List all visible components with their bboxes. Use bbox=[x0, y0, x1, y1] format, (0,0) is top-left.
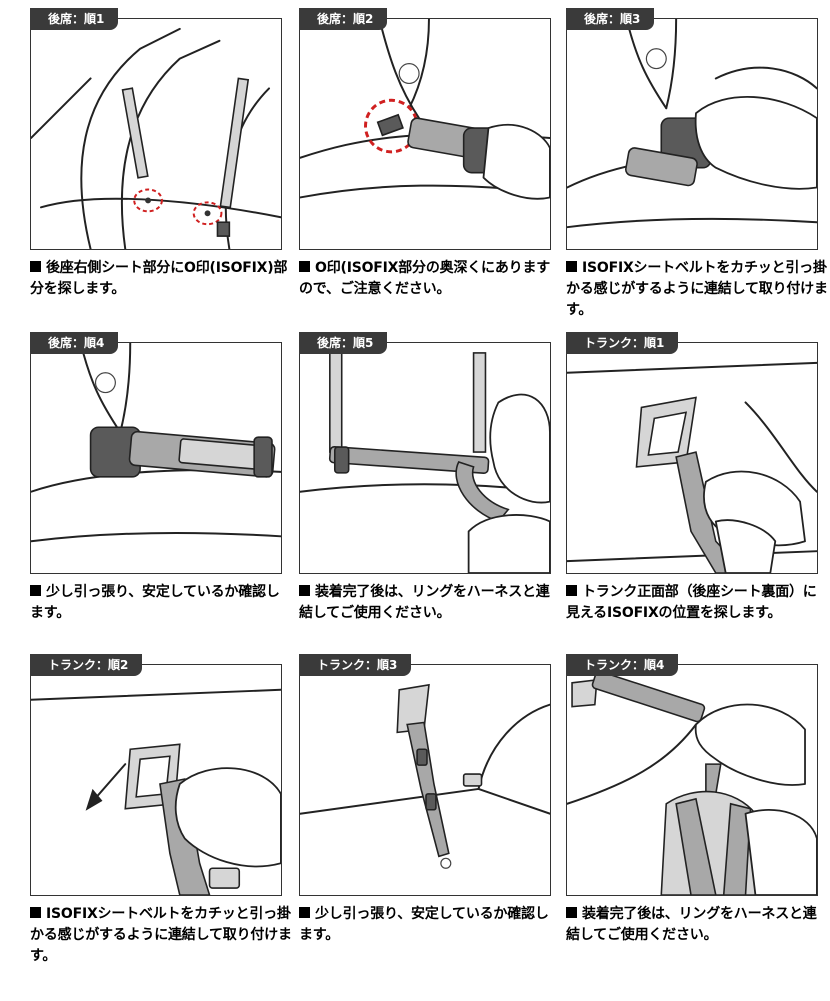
bullet-square-icon bbox=[566, 907, 577, 918]
illustration-frame bbox=[299, 664, 551, 896]
illustration-frame bbox=[566, 18, 818, 250]
step-caption: O印(ISOFIX部分の奥深くにありますので、ご注意ください。 bbox=[299, 260, 551, 297]
step-tab: 後席：順5 bbox=[299, 332, 388, 354]
bullet-square-icon bbox=[30, 585, 41, 596]
step-tab: トランク：順1 bbox=[566, 332, 679, 354]
step-caption: 装着完了後は、リングをハーネスと連結してご使用ください。 bbox=[299, 584, 550, 621]
step-tab: トランク：順4 bbox=[566, 654, 679, 676]
trunk-isofix-attach-icon bbox=[31, 688, 281, 895]
illustration-frame bbox=[30, 664, 282, 896]
trunk-harness-connect-icon bbox=[567, 670, 817, 895]
illustration-frame bbox=[299, 342, 551, 574]
trunk-isofix-location-icon bbox=[567, 361, 817, 573]
isofix-deep-location-icon bbox=[300, 19, 550, 200]
step-caption: 後座右側シート部分にO印(ISOFIX)部分を探します。 bbox=[30, 260, 288, 297]
bullet-square-icon bbox=[299, 261, 310, 272]
illustration-frame bbox=[566, 664, 818, 896]
step-tab: トランク：順2 bbox=[30, 654, 143, 676]
trunk-strap-check-icon bbox=[300, 683, 550, 869]
bullet-square-icon bbox=[566, 261, 577, 272]
step-caption: ISOFIXシートベルトをカチッと引っ掛かる感じがするように連結して取り付けます… bbox=[566, 260, 828, 318]
illustration-frame bbox=[566, 342, 818, 574]
step-caption: ISOFIXシートベルトをカチッと引っ掛かる感じがするように連結して取り付けます… bbox=[30, 906, 292, 964]
illustration-frame bbox=[30, 18, 282, 250]
strap-pull-check-icon bbox=[31, 343, 281, 543]
step-caption: 装着完了後は、リングをハーネスと連結してご使用ください。 bbox=[566, 906, 817, 943]
step-tab: 後席：順4 bbox=[30, 332, 119, 354]
ring-harness-connect-icon bbox=[300, 352, 550, 573]
illustration-frame bbox=[299, 18, 551, 250]
bullet-square-icon bbox=[299, 585, 310, 596]
step-tab: 後席：順2 bbox=[299, 8, 388, 30]
step-tab: 後席：順1 bbox=[30, 8, 119, 30]
step-tab: 後席：順3 bbox=[566, 8, 655, 30]
bullet-square-icon bbox=[566, 585, 577, 596]
rear-seat-isofix-marks-icon bbox=[31, 27, 281, 249]
illustration-frame bbox=[30, 342, 282, 574]
step-caption: 少し引っ張り、安定しているか確認します。 bbox=[299, 906, 549, 943]
bullet-square-icon bbox=[30, 261, 41, 272]
bullet-square-icon bbox=[299, 907, 310, 918]
bullet-square-icon bbox=[30, 907, 41, 918]
isofix-clip-attach-icon bbox=[567, 19, 817, 229]
step-caption: トランク正面部（後座シート裏面）に見えるISOFIXの位置を探します。 bbox=[566, 584, 817, 621]
step-caption: 少し引っ張り、安定しているか確認します。 bbox=[30, 584, 280, 621]
step-tab: トランク：順3 bbox=[299, 654, 412, 676]
